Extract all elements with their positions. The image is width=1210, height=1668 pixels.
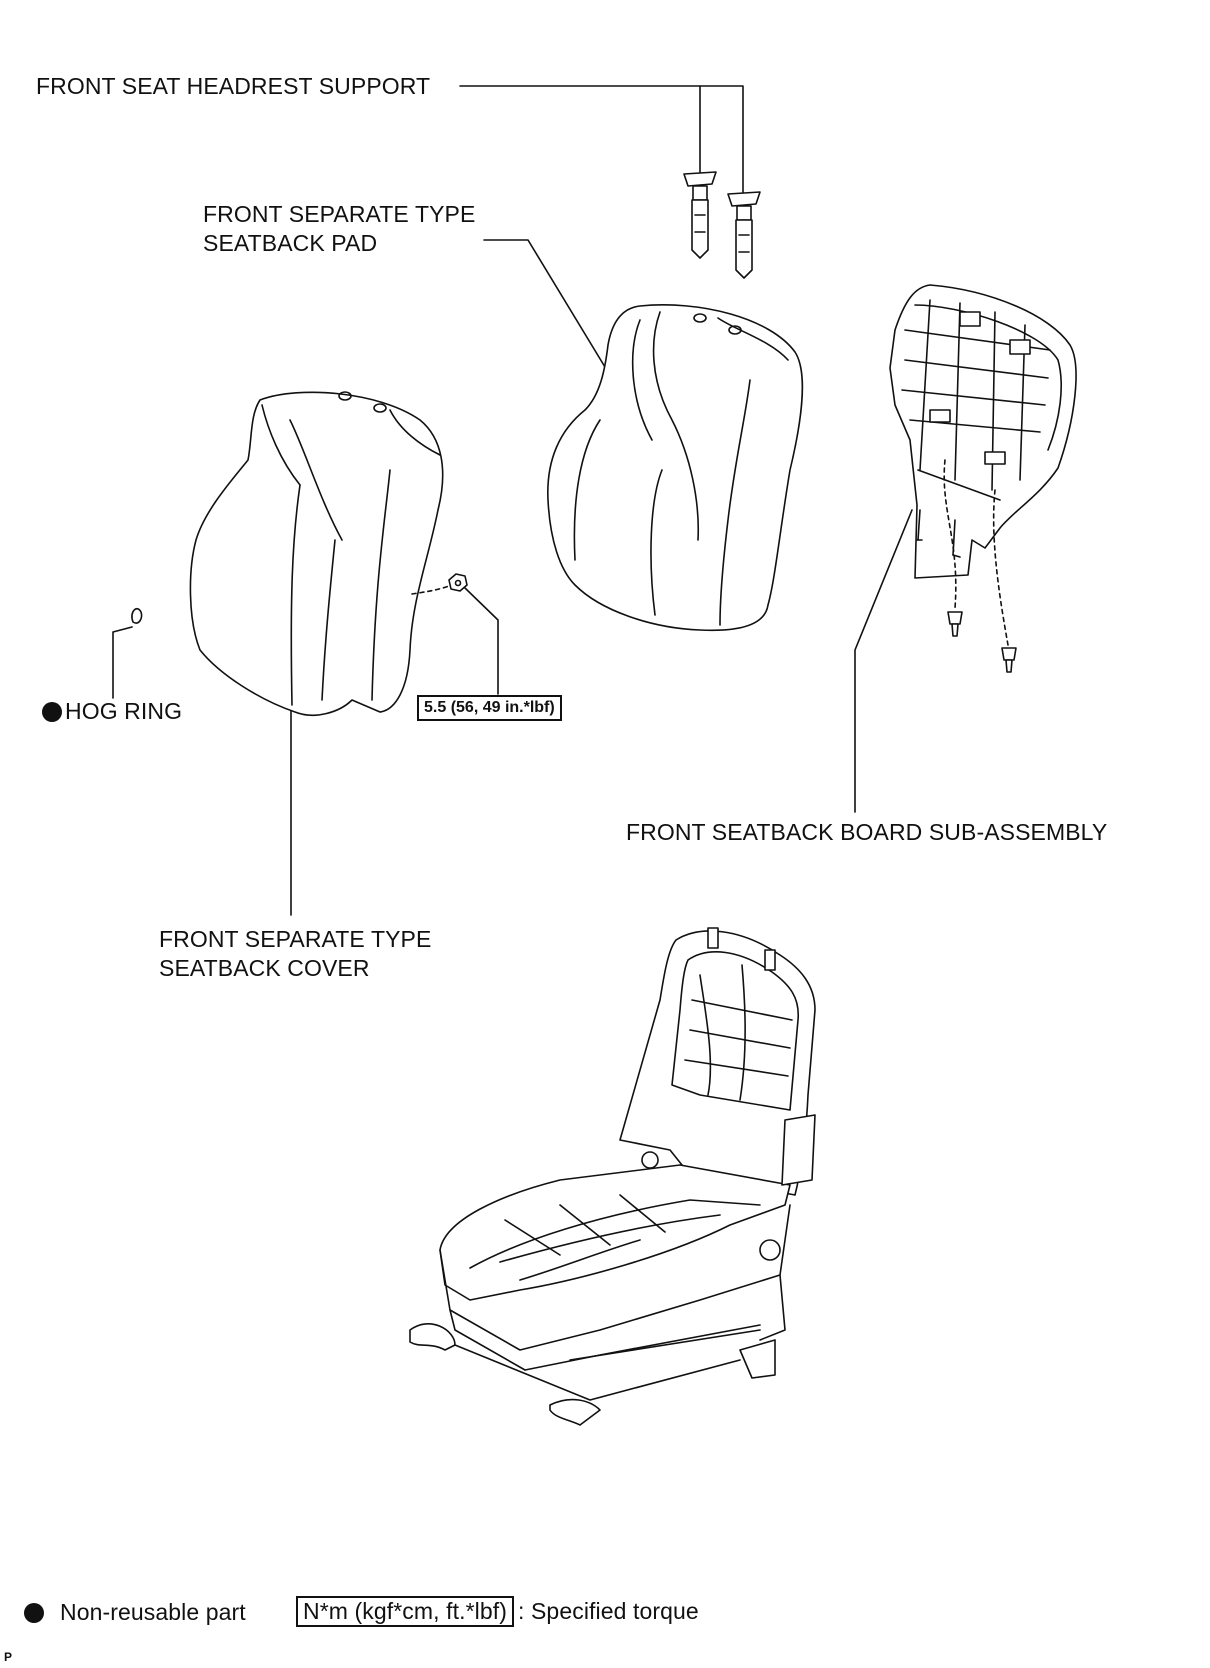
headrest-support-right [727,191,761,279]
nut-icon [411,573,468,595]
label-seatback-pad-line1: FRONT SEPARATE TYPE [203,201,476,227]
label-hog-ring-text: HOG RING [65,698,183,724]
torque-spec-box: 5.5 (56, 49 in.*lbf) [417,695,562,721]
non-reusable-dot-icon [42,702,62,722]
clip-icon [947,611,963,637]
leader-lines [112,85,913,916]
hog-ring-icon [131,607,143,624]
legend-torque-box: N*m (kgf*cm, ft.*lbf) [296,1596,515,1627]
seatback-pad [547,304,804,632]
seat-frame [409,927,816,1426]
label-hog-ring: HOG RING [42,697,182,726]
legend-non-reusable: Non-reusable part [24,1598,246,1627]
legend-torque: N*m (kgf*cm, ft.*lbf): Specified torque [296,1596,699,1627]
headrest-support-pair [683,171,761,279]
label-seatback-cover-line1: FRONT SEPARATE TYPE [159,926,432,952]
clip-icon [1001,647,1017,673]
label-seatback-board: FRONT SEATBACK BOARD SUB-ASSEMBLY [626,819,1108,845]
seatback-cover [189,391,444,716]
black-dot-icon [24,1603,44,1623]
label-seatback-pad-line2: SEATBACK PAD [203,230,378,256]
label-headrest-support: FRONT SEAT HEADREST SUPPORT [36,73,431,99]
reference-mark: P [4,1650,13,1664]
headrest-support-left [683,171,717,259]
legend-torque-desc: : Specified torque [518,1598,699,1624]
label-seatback-cover-line2: SEATBACK COVER [159,955,370,981]
legend-non-reusable-text: Non-reusable part [60,1599,246,1625]
seatback-board [889,284,1077,673]
